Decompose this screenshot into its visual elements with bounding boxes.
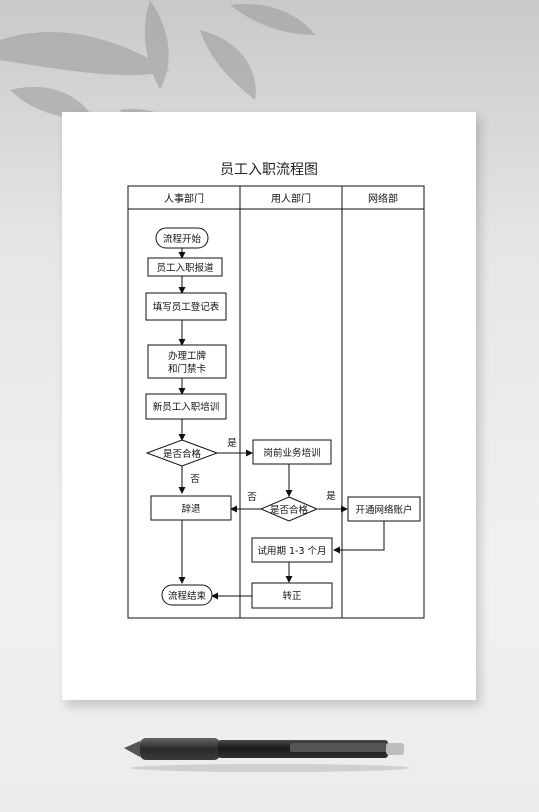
edge-label-no-1: 否 [190, 474, 200, 485]
start-terminal [155, 227, 209, 249]
flowchart-paper: 员工入职流程图 人事部门 用人部门 网络部 [62, 112, 476, 700]
end-terminal [161, 584, 213, 606]
probation-box [251, 537, 333, 563]
badge-box [147, 344, 227, 379]
qualified-decision-2 [259, 496, 319, 522]
training-box [145, 393, 227, 420]
qualified-decision-1 [145, 439, 219, 467]
post-training-box [252, 439, 332, 465]
regular-box [251, 582, 333, 609]
qualified-2-label: 是否合格 [270, 504, 309, 516]
resign-box [150, 495, 232, 521]
qualified-1-label: 是否合格 [163, 448, 202, 460]
end-label: 流程结束 [168, 590, 207, 602]
probation-label: 试用期 1-3 个月 [257, 545, 326, 557]
start-label: 流程开始 [163, 233, 202, 245]
flowchart: 人事部门 用人部门 网络部 流程开始 员工入职报道 填写员工登记表 [127, 185, 425, 619]
network-account-box [347, 496, 421, 522]
resign-label: 辞退 [181, 503, 201, 515]
diagram-title: 员工入职流程图 [220, 162, 318, 178]
edge-label-no-2: 否 [247, 492, 257, 503]
badge-label-line1: 办理工牌 [168, 350, 207, 362]
connectors [178, 248, 385, 600]
network-account-label: 开通网络账户 [355, 504, 412, 516]
report-label: 员工入职报道 [156, 262, 214, 274]
badge-label-line2: 和门禁卡 [168, 363, 207, 375]
report-box [147, 257, 223, 277]
lane-header-dept: 用人部门 [271, 192, 311, 205]
regular-label: 转正 [282, 590, 302, 602]
lane-header-network: 网络部 [368, 192, 398, 205]
form-box [145, 292, 227, 321]
form-label: 填写员工登记表 [153, 301, 220, 313]
edge-label-yes-1: 是 [227, 438, 237, 449]
post-training-label: 岗前业务培训 [263, 447, 320, 459]
edge-label-yes-2: 是 [326, 491, 336, 502]
edge-network-probation [333, 520, 385, 554]
swimlane-frame [127, 185, 425, 619]
training-label: 新员工入职培训 [153, 401, 220, 413]
lane-header-hr: 人事部门 [164, 192, 204, 205]
